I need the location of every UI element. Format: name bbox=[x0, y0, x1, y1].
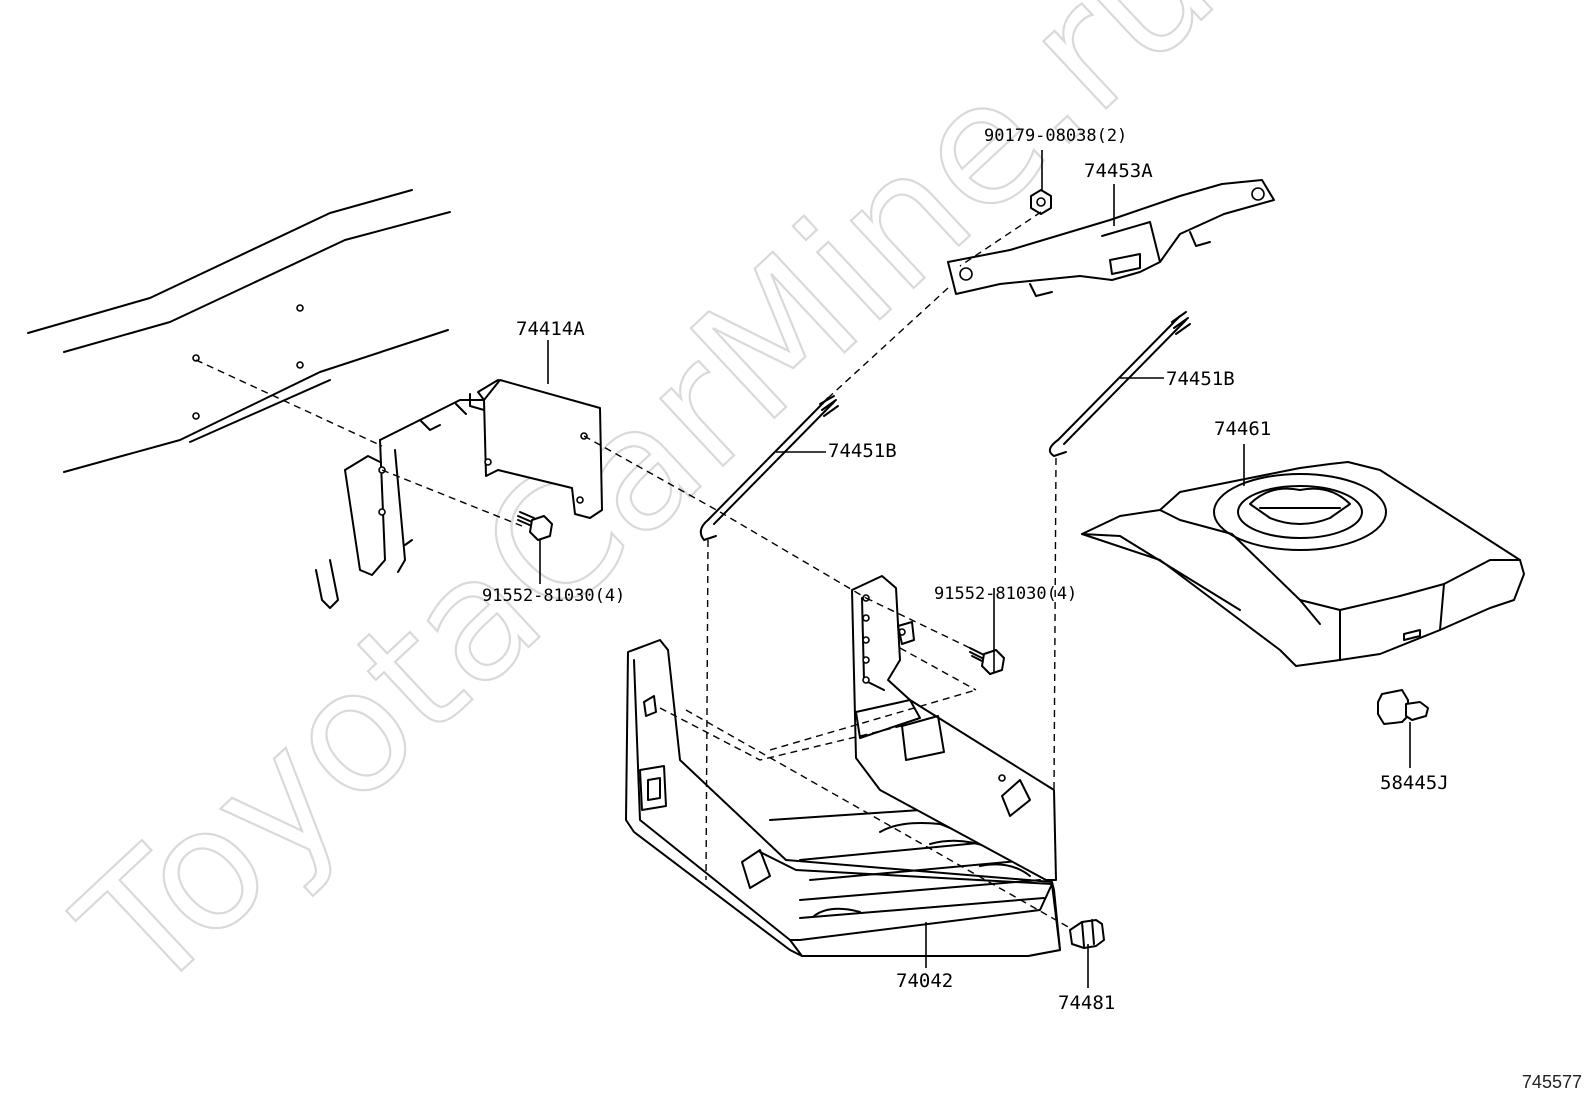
label-bolt-91552-right: 91552-81030(4) bbox=[934, 584, 1078, 604]
carrier-74042 bbox=[625, 575, 1061, 957]
label-clamp-74453a: 74453A bbox=[1084, 160, 1153, 182]
clamp-74453a bbox=[947, 179, 1275, 297]
tray-cover-74461 bbox=[1081, 461, 1525, 667]
clip-74481 bbox=[1069, 919, 1105, 949]
bolt-91552-left bbox=[517, 511, 553, 541]
label-clip-74481: 74481 bbox=[1058, 992, 1116, 1014]
bracket-74414a bbox=[315, 379, 603, 609]
label-rod-74451b-left: 74451B bbox=[828, 440, 897, 462]
rod-74451b-left bbox=[699, 395, 839, 541]
label-rod-74451b-right: 74451B bbox=[1166, 368, 1235, 390]
label-clip-58445j: 58445J bbox=[1380, 772, 1449, 794]
bolt-91552-right bbox=[969, 647, 1005, 675]
assembly-lines bbox=[195, 211, 1071, 929]
illustration-code: 745577 bbox=[1521, 1072, 1582, 1092]
label-carrier-74042: 74042 bbox=[896, 970, 954, 992]
label-nut-90179: 90179-08038(2) bbox=[984, 126, 1128, 146]
label-bracket-74414a: 74414A bbox=[516, 318, 585, 340]
label-tray-cover-74461: 74461 bbox=[1214, 418, 1272, 440]
label-bolt-91552-left: 91552-81030(4) bbox=[482, 586, 626, 606]
nut-90179 bbox=[1030, 189, 1052, 215]
rod-74451b-right bbox=[1048, 311, 1191, 457]
frame-rail bbox=[27, 189, 451, 473]
leader-lines bbox=[539, 150, 1411, 988]
clip-58445j bbox=[1377, 689, 1429, 725]
